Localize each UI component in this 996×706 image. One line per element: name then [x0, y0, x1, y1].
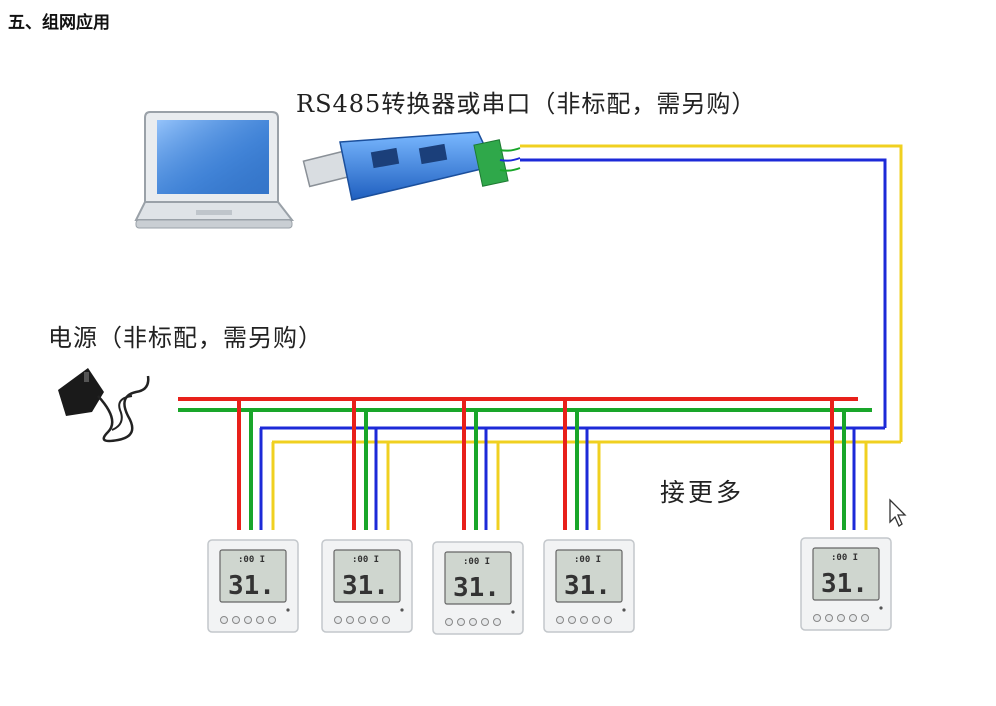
lcd-temperature-text: 31. — [453, 573, 500, 603]
lcd-top-text: :00 I — [831, 553, 858, 563]
device-button — [568, 616, 576, 624]
device-button — [457, 618, 465, 626]
device-button — [556, 616, 564, 624]
bus-wires — [178, 397, 901, 444]
device-button — [256, 616, 264, 624]
lcd-temperature-text: 31. — [228, 571, 275, 601]
mouse-cursor-icon — [889, 498, 907, 527]
device-button — [813, 614, 821, 622]
device-row: :00 I 31. :00 I 31. :00 I 31. :00 I 31. :00 I 31. — [207, 537, 892, 635]
lcd-top-text: :00 I — [238, 555, 265, 565]
converter-label: RS485转换器或串口（非标配，需另购） — [296, 90, 757, 118]
device-button — [849, 614, 857, 622]
temperature-sensor-icon: :00 I 31. — [321, 539, 413, 633]
device-button — [244, 616, 252, 624]
device-button — [220, 616, 228, 624]
power-adapter-icon — [58, 368, 150, 443]
temperature-sensor-icon: :00 I 31. — [207, 539, 299, 633]
lcd-top-text: :00 I — [574, 555, 601, 565]
laptop-icon — [134, 111, 295, 229]
device-button — [334, 616, 342, 624]
device-button — [370, 616, 378, 624]
rs485-cable — [520, 144, 903, 442]
device-button — [445, 618, 453, 626]
device-button — [481, 618, 489, 626]
device-button — [232, 616, 240, 624]
lcd-temperature-text: 31. — [564, 571, 611, 601]
temperature-sensor-icon: :00 I 31. — [800, 537, 892, 631]
temperature-sensor-icon: :00 I 31. — [543, 539, 635, 633]
device-button — [825, 614, 833, 622]
device-button — [604, 616, 612, 624]
device-button — [861, 614, 869, 622]
lcd-temperature-text: 31. — [342, 571, 389, 601]
lcd-temperature-text: 31. — [821, 569, 868, 599]
device-button — [469, 618, 477, 626]
device-button — [268, 616, 276, 624]
usb-rs485-converter-icon — [302, 131, 521, 201]
section-heading: 五、组网应用 — [8, 13, 110, 33]
device-button — [580, 616, 588, 624]
device-button — [346, 616, 354, 624]
lcd-top-text: :00 I — [463, 557, 490, 567]
device-button — [837, 614, 845, 622]
power-supply-label: 电源（非标配，需另购） — [48, 324, 323, 352]
device-button — [592, 616, 600, 624]
device-drop-wires — [237, 399, 868, 530]
device-button — [358, 616, 366, 624]
device-button — [493, 618, 501, 626]
lcd-top-text: :00 I — [352, 555, 379, 565]
temperature-sensor-icon: :00 I 31. — [432, 541, 524, 635]
device-button — [382, 616, 390, 624]
connect-more-label: 接更多 — [660, 478, 745, 507]
